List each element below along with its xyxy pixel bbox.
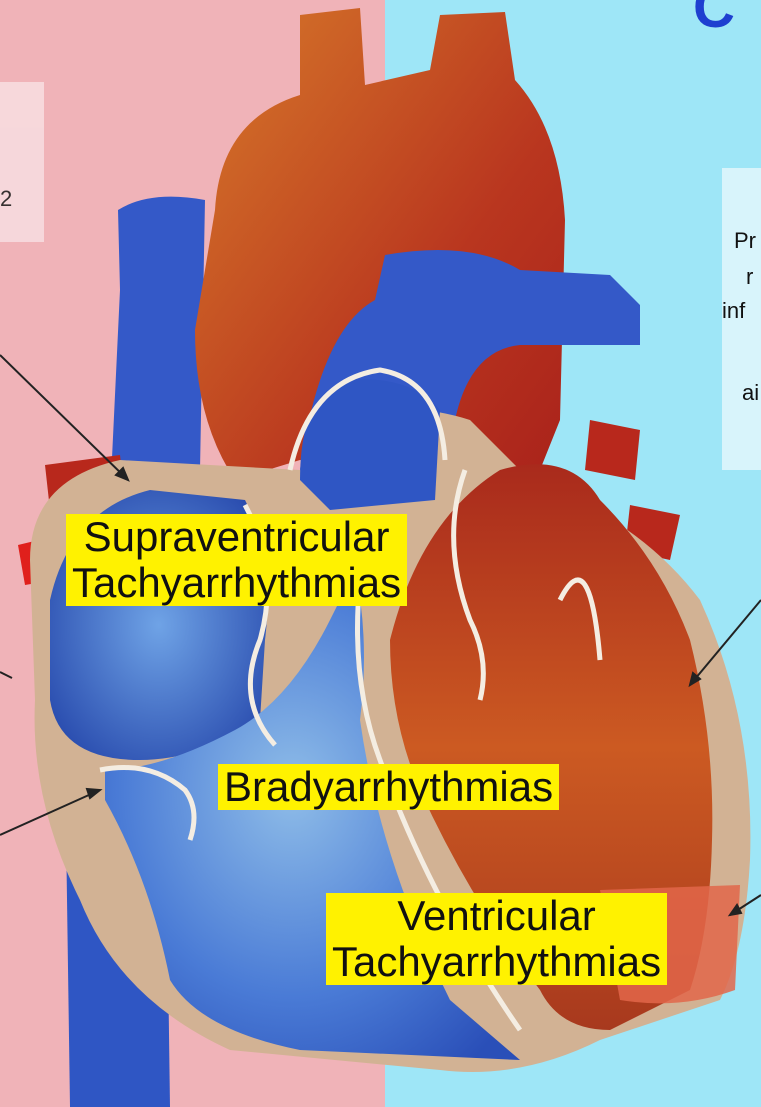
label-ventricular-line-2: Tachyarrhythmias bbox=[332, 939, 661, 985]
arrow-left-edge bbox=[0, 672, 12, 678]
pulmonary-vein-right-upper bbox=[585, 420, 640, 480]
label-supraventricular-line-2: Tachyarrhythmias bbox=[72, 560, 401, 606]
superior-vena-cava bbox=[110, 197, 205, 505]
arrow-sa-node bbox=[0, 355, 128, 480]
label-ventricular-line-1: Ventricular bbox=[332, 893, 661, 939]
label-ventricular-tachyarrhythmias: Ventricular Tachyarrhythmias bbox=[326, 893, 667, 985]
label-supraventricular-line-1: Supraventricular bbox=[72, 514, 401, 560]
label-supraventricular-tachyarrhythmias: Supraventricular Tachyarrhythmias bbox=[66, 514, 407, 606]
label-bradyarrhythmias: Bradyarrhythmias bbox=[218, 764, 559, 810]
